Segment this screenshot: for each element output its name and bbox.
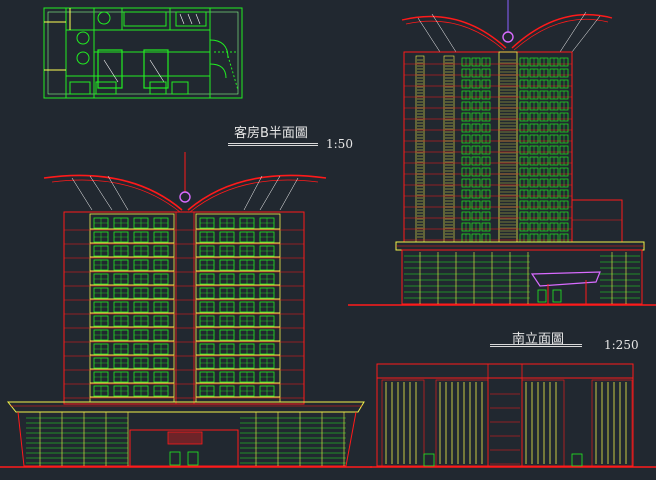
tower-side-elevation [348, 0, 656, 306]
elevation-scale: 1:250 [604, 338, 639, 352]
elevation-title: 南立面圖 [512, 332, 565, 347]
plan-title-underline [228, 143, 318, 146]
main-front-elevation [0, 152, 372, 468]
plan-scale: 1:50 [326, 137, 353, 151]
plan-title: 客房B半面圖 [234, 126, 308, 141]
elevation-title-underline [490, 344, 582, 347]
rear-elevation [370, 363, 656, 468]
floor-plan-drawing [43, 7, 243, 99]
